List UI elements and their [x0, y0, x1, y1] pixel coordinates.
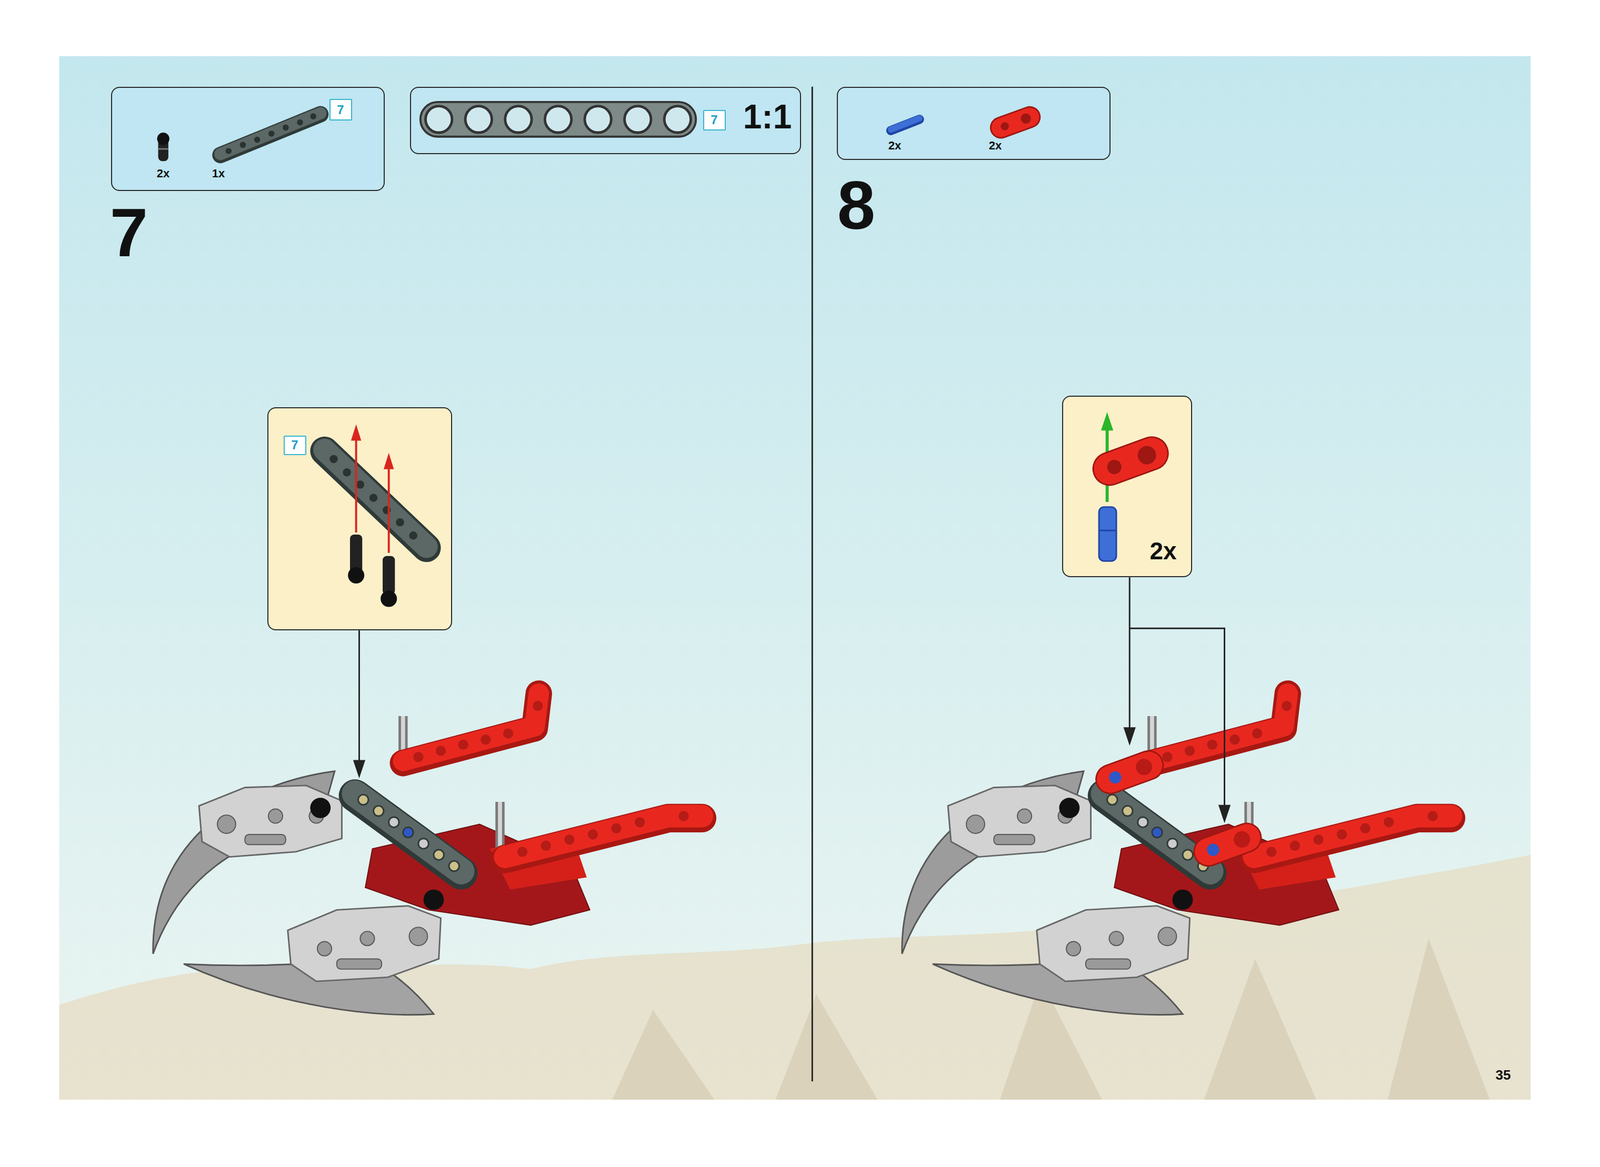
callout-box: 2x	[1062, 395, 1193, 578]
callout-number: 7	[336, 103, 344, 117]
quantity-label: 2x	[888, 140, 902, 152]
leader-line	[1129, 628, 1225, 808]
parts-list-box: 2x 2x	[836, 86, 1111, 160]
step-badge: 7	[283, 435, 307, 456]
step-number: 7	[110, 198, 148, 267]
divider-line	[811, 86, 814, 1082]
callout-number: 7	[710, 113, 718, 127]
callout-number: 7	[291, 438, 298, 452]
parts-list-box: 7 2x 1x	[111, 86, 385, 192]
scale-label: 1:1	[743, 100, 793, 134]
page-number: 35	[1495, 1068, 1512, 1083]
step-badge: 7	[703, 110, 726, 131]
red-connector-icon	[987, 104, 1043, 142]
quantity-label: 2x	[988, 140, 1002, 152]
quantity-label: 2x	[1149, 538, 1177, 564]
leader-line	[358, 630, 360, 764]
scale-box: 7 1:1	[410, 86, 802, 155]
callout-8-parts	[1088, 412, 1173, 562]
callout-7-parts	[324, 424, 427, 608]
red-connector	[1092, 747, 1167, 798]
leader-line	[1128, 577, 1131, 731]
model-step-8	[902, 693, 1452, 1015]
model-step-7	[153, 693, 703, 1015]
leader-arrowhead	[1218, 805, 1231, 824]
quantity-label: 2x	[156, 167, 170, 180]
beam-icon	[220, 113, 321, 155]
page-background	[58, 56, 1531, 1100]
blue-pin-icon	[891, 118, 920, 131]
step-number: 8	[837, 171, 876, 240]
scale-beam	[420, 102, 696, 137]
leader-arrowhead	[353, 760, 366, 779]
callout-box: 7	[267, 407, 453, 631]
quantity-label: 1x	[212, 167, 225, 180]
red-connector	[1190, 819, 1265, 870]
pin-icon	[157, 132, 170, 162]
leader-arrowhead	[1123, 727, 1136, 746]
step-badge: 7	[329, 98, 353, 121]
